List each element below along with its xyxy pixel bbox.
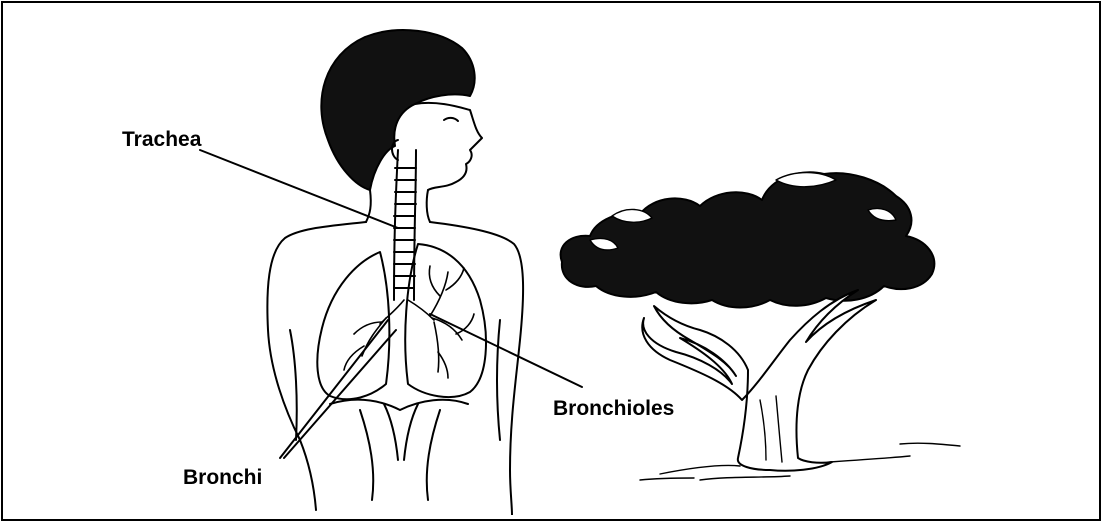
right-arm bbox=[497, 320, 500, 440]
label-bronchioles: Bronchioles bbox=[553, 397, 674, 421]
label-trachea: Trachea bbox=[122, 128, 201, 152]
diaphragm bbox=[330, 400, 468, 410]
human-figure bbox=[267, 30, 523, 515]
bronchi-leader-2 bbox=[284, 330, 396, 458]
left-lung bbox=[317, 252, 389, 399]
tree bbox=[561, 172, 960, 480]
left-arm bbox=[290, 330, 297, 440]
face bbox=[415, 103, 482, 190]
bronchioles-leader bbox=[430, 314, 582, 387]
leader-lines bbox=[200, 150, 582, 458]
tree-canopy bbox=[561, 172, 935, 307]
tree-trunk bbox=[642, 290, 876, 471]
label-bronchi: Bronchi bbox=[183, 466, 262, 490]
eye bbox=[444, 118, 458, 121]
trachea bbox=[394, 150, 416, 300]
